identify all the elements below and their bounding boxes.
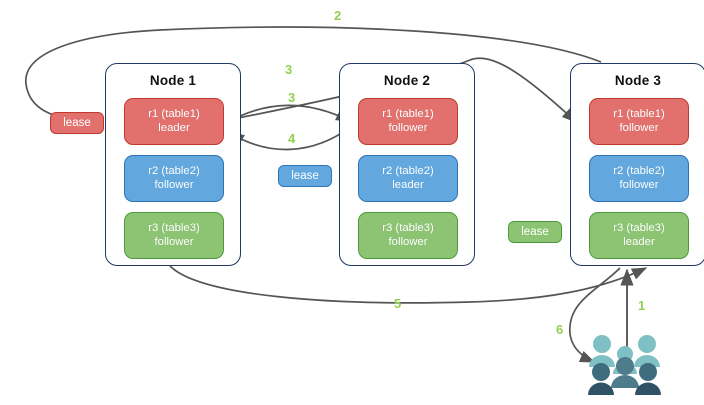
replica-name: r1 (table1) — [148, 108, 200, 120]
node-2-container[interactable]: Node 2 r1 (table1) follower r2 (table2) … — [339, 63, 475, 266]
replica-role: follower — [619, 121, 659, 134]
replica-role: follower — [619, 178, 659, 191]
replica-role: follower — [154, 235, 194, 248]
replica-name: r1 (table1) — [382, 108, 434, 120]
node-1-title: Node 1 — [149, 73, 197, 88]
step-label-3-upper: 3 — [285, 62, 293, 77]
replica-role: leader — [392, 178, 424, 191]
edge-step-5 — [169, 265, 648, 304]
replica-name: r1 (table1) — [613, 108, 665, 120]
replica-name: r2 (table2) — [613, 165, 665, 177]
step-label-4: 4 — [288, 131, 296, 146]
node-3-title: Node 3 — [614, 73, 662, 88]
node-3-replica-r3[interactable]: r3 (table3) leader — [589, 212, 689, 259]
node-1-replica-r3[interactable]: r3 (table3) follower — [124, 212, 224, 259]
node-2-title: Node 2 — [383, 73, 431, 88]
node-2-replica-r1[interactable]: r1 (table1) follower — [358, 98, 458, 145]
replica-name: r2 (table2) — [148, 165, 200, 177]
replica-role: follower — [388, 235, 428, 248]
node-2-replica-r2[interactable]: r2 (table2) leader — [358, 155, 458, 202]
replica-name: r3 (table3) — [148, 222, 200, 234]
replica-role: leader — [158, 121, 190, 134]
lease-badge-red[interactable]: lease — [50, 112, 104, 134]
edge-step-3-to-node2 — [227, 104, 352, 123]
node-3-replica-r1[interactable]: r1 (table1) follower — [589, 98, 689, 145]
node-3-replica-r2[interactable]: r2 (table2) follower — [589, 155, 689, 202]
lease-badge-green[interactable]: lease — [508, 221, 562, 243]
step-label-5: 5 — [394, 296, 402, 311]
node-2-replica-r3[interactable]: r3 (table3) follower — [358, 212, 458, 259]
node-3-container[interactable]: Node 3 r1 (table1) follower r2 (table2) … — [570, 63, 704, 266]
replica-name: r3 (table3) — [613, 222, 665, 234]
replica-name: r2 (table2) — [382, 165, 434, 177]
step-label-3-lower: 3 — [288, 90, 296, 105]
replica-name: r3 (table3) — [382, 222, 434, 234]
lease-badge-blue[interactable]: lease — [278, 165, 332, 187]
clients-people-icon — [588, 333, 662, 395]
step-label-2: 2 — [334, 8, 342, 23]
step-label-1: 1 — [638, 298, 646, 313]
node-1-container[interactable]: Node 1 r1 (table1) leader r2 (table2) fo… — [105, 63, 241, 266]
node-1-replica-r2[interactable]: r2 (table2) follower — [124, 155, 224, 202]
replica-role: follower — [154, 178, 194, 191]
replica-role: follower — [388, 121, 428, 134]
node-1-replica-r1[interactable]: r1 (table1) leader — [124, 98, 224, 145]
step-label-6: 6 — [556, 322, 564, 337]
replica-role: leader — [623, 235, 655, 248]
